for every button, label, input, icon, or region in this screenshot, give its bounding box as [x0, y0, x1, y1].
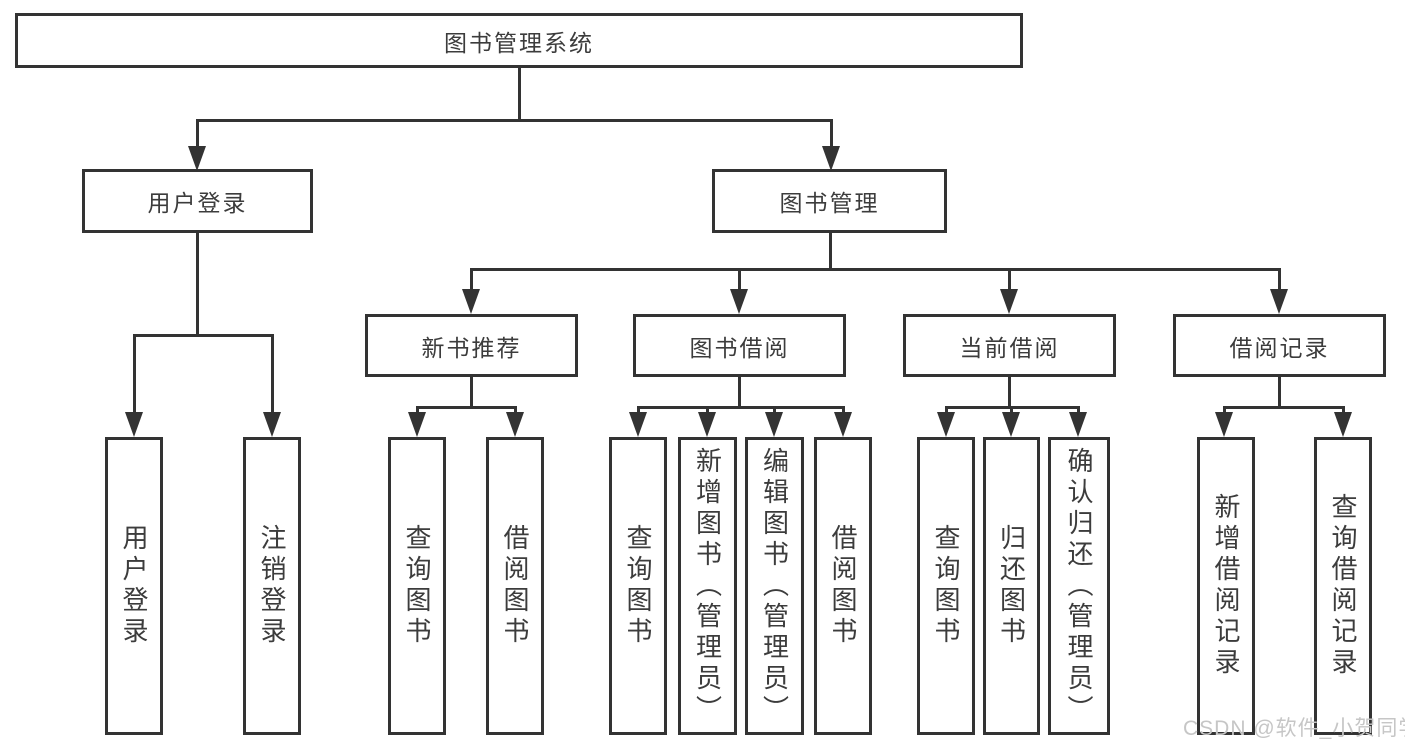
arrowhead-down-icon	[1270, 289, 1288, 314]
leaf-add-book-admin: 新增图书（管理员）	[678, 437, 737, 735]
arrowhead-down-icon	[1215, 412, 1233, 437]
connector-arrow-stem	[841, 407, 845, 415]
connector-vline	[828, 233, 832, 271]
arrowhead-down-icon	[462, 289, 480, 314]
leaf-add-book-admin-label: 新增图书（管理员）	[692, 446, 723, 726]
arrowhead-down-icon	[1334, 412, 1352, 437]
connector-arrow-stem	[270, 335, 274, 415]
leaf-query-book-current-label: 查询图书	[931, 524, 961, 648]
arrowhead-down-icon	[730, 289, 748, 314]
connector-arrow-stem	[1277, 269, 1281, 292]
connector-arrow-stem	[1009, 407, 1013, 415]
connector-vline	[1007, 377, 1011, 409]
connector-arrow-stem	[513, 407, 517, 415]
arrowhead-down-icon	[1002, 412, 1020, 437]
leaf-user-login-label: 用户登录	[119, 524, 149, 648]
node-book-borrowing: 图书借阅	[633, 314, 846, 377]
connector-arrow-stem	[195, 120, 199, 149]
arrowhead-down-icon	[822, 146, 840, 171]
node-library-system-label: 图书管理系统	[444, 29, 594, 56]
arrowhead-down-icon	[506, 412, 524, 437]
connector-hline	[195, 118, 833, 122]
leaf-query-book-borrowing-label: 查询图书	[623, 524, 653, 648]
connector-hline	[636, 405, 845, 409]
arrowhead-down-icon	[765, 412, 783, 437]
leaf-query-book-current: 查询图书	[917, 437, 975, 735]
connector-hline	[1222, 405, 1345, 409]
arrowhead-down-icon	[408, 412, 426, 437]
node-new-book-recommend-label: 新书推荐	[421, 334, 522, 361]
connector-arrow-stem	[1076, 407, 1080, 415]
leaf-add-borrow-record-label: 新增借阅记录	[1211, 493, 1241, 679]
node-user-login: 用户登录	[82, 169, 313, 233]
connector-arrow-stem	[772, 407, 776, 415]
leaf-edit-book-admin: 编辑图书（管理员）	[745, 437, 804, 735]
leaf-add-borrow-record: 新增借阅记录	[1197, 437, 1255, 735]
leaf-user-login: 用户登录	[105, 437, 163, 735]
connector-arrow-stem	[636, 407, 640, 415]
node-book-management: 图书管理	[712, 169, 947, 233]
node-borrowing-records: 借阅记录	[1173, 314, 1386, 377]
connector-arrow-stem	[469, 269, 473, 292]
arrowhead-down-icon	[263, 412, 281, 437]
connector-hline	[415, 405, 517, 409]
node-user-login-label: 用户登录	[147, 190, 248, 216]
arrowhead-down-icon	[188, 146, 206, 171]
leaf-edit-book-admin-label: 编辑图书（管理员）	[759, 446, 790, 726]
connector-vline	[469, 377, 473, 409]
node-current-borrowing: 当前借阅	[903, 314, 1116, 377]
arrowhead-down-icon	[937, 412, 955, 437]
connector-arrow-stem	[415, 407, 419, 415]
leaf-return-book: 归还图书	[983, 437, 1040, 735]
leaf-logout: 注销登录	[243, 437, 301, 735]
node-new-book-recommend: 新书推荐	[365, 314, 578, 377]
node-book-borrowing-label: 图书借阅	[689, 334, 790, 361]
arrowhead-down-icon	[125, 412, 143, 437]
connector-arrow-stem	[737, 269, 741, 292]
arrowhead-down-icon	[834, 412, 852, 437]
node-book-management-label: 图书管理	[779, 190, 880, 216]
leaf-query-book-recommend-label: 查询图书	[402, 524, 432, 648]
arrowhead-down-icon	[629, 412, 647, 437]
leaf-return-book-label: 归还图书	[996, 524, 1027, 648]
node-borrowing-records-label: 借阅记录	[1229, 334, 1330, 361]
leaf-borrow-book-borrowing-label: 借阅图书	[828, 524, 858, 648]
leaf-query-borrow-record-label: 查询借阅记录	[1328, 493, 1358, 679]
leaf-confirm-return-admin-label: 确认归还（管理员）	[1064, 446, 1094, 726]
connector-arrow-stem	[132, 335, 136, 415]
connector-arrow-stem	[1222, 407, 1226, 415]
arrowhead-down-icon	[1000, 289, 1018, 314]
connector-arrow-stem	[829, 120, 833, 149]
leaf-query-borrow-record: 查询借阅记录	[1314, 437, 1372, 735]
connector-vline	[1277, 377, 1281, 409]
connector-arrow-stem	[1341, 407, 1345, 415]
node-library-system: 图书管理系统	[15, 13, 1023, 68]
connector-arrow-stem	[944, 407, 948, 415]
leaf-query-book-recommend: 查询图书	[388, 437, 446, 735]
connector-arrow-stem	[1007, 269, 1011, 292]
arrowhead-down-icon	[698, 412, 716, 437]
leaf-borrow-book-recommend-label: 借阅图书	[500, 524, 530, 648]
leaf-confirm-return-admin: 确认归还（管理员）	[1048, 437, 1110, 735]
node-current-borrowing-label: 当前借阅	[959, 334, 1060, 361]
leaf-logout-label: 注销登录	[257, 524, 287, 648]
connector-hline	[469, 267, 1281, 271]
connector-arrow-stem	[705, 407, 709, 415]
leaf-borrow-book-recommend: 借阅图书	[486, 437, 544, 735]
watermark: CSDN @软件_小贺同学	[1183, 717, 1405, 740]
leaf-borrow-book-borrowing: 借阅图书	[814, 437, 872, 735]
connector-vline	[737, 377, 741, 409]
arrowhead-down-icon	[1069, 412, 1087, 437]
connector-hline	[132, 333, 274, 337]
leaf-query-book-borrowing: 查询图书	[609, 437, 667, 735]
connector-vline	[517, 68, 521, 122]
connector-vline	[195, 233, 199, 337]
